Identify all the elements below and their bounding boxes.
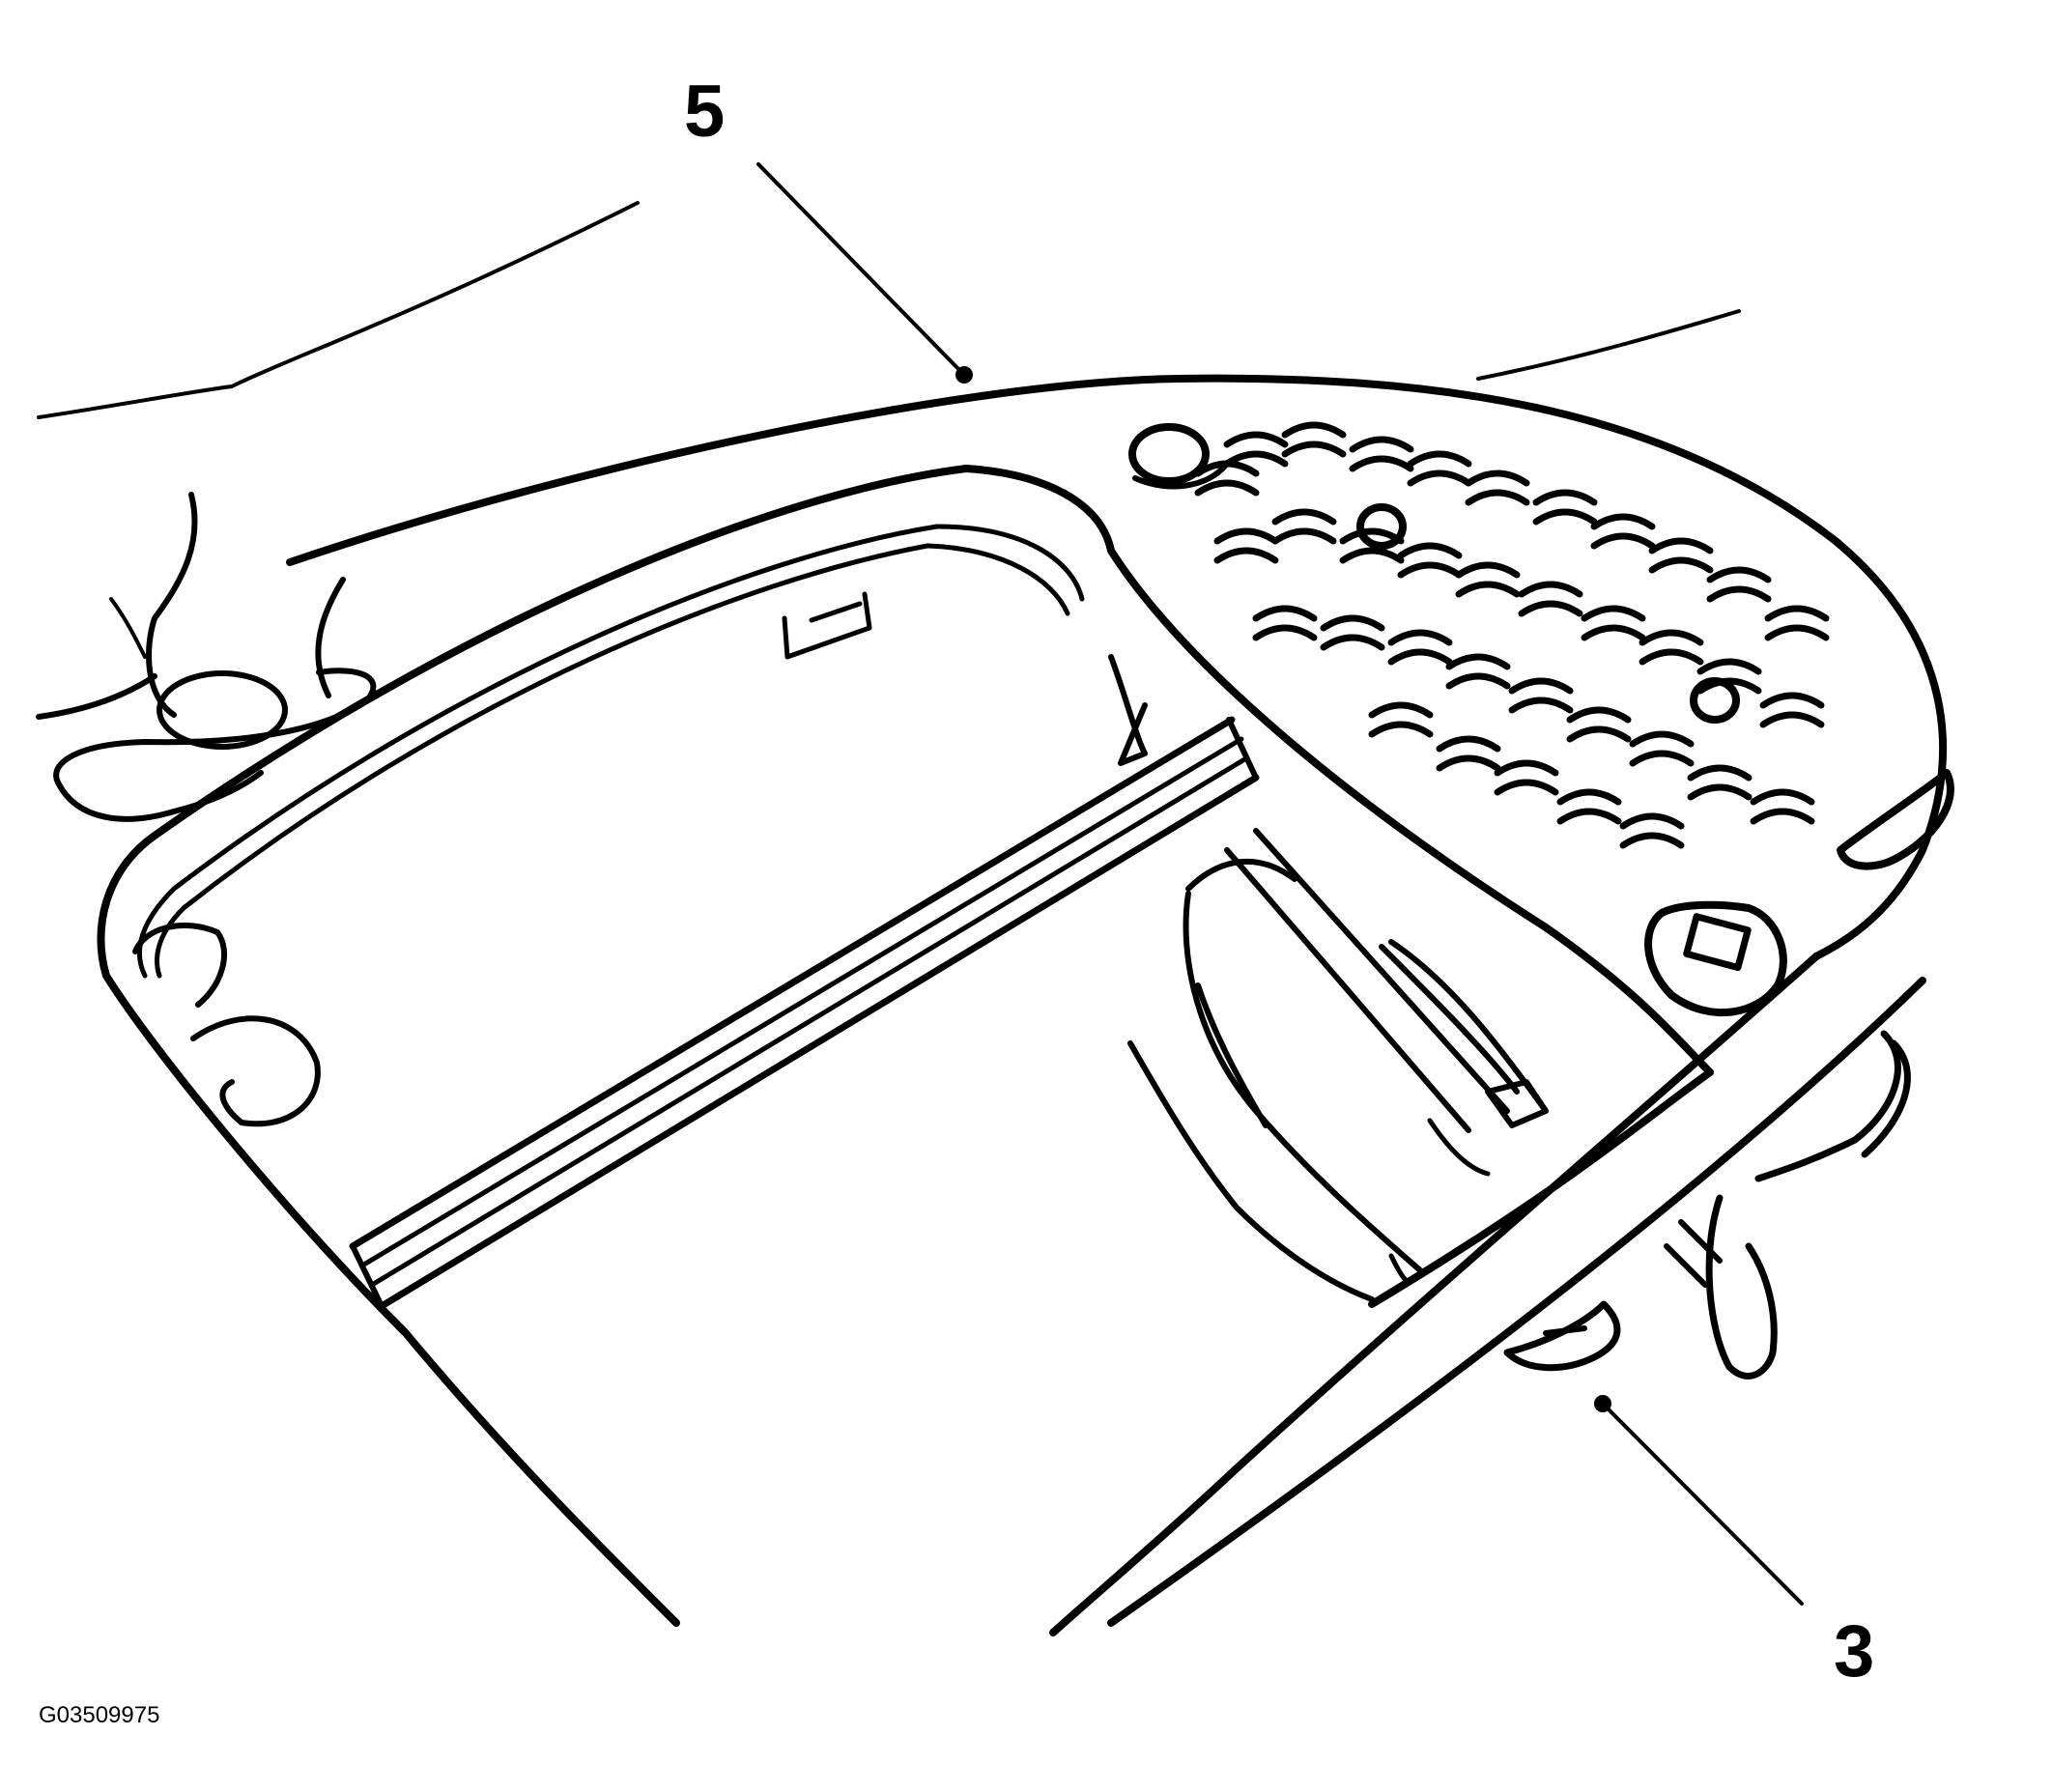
hand-left-upper	[36, 492, 377, 822]
callout-5-dot	[955, 366, 973, 384]
roof-panel-lines	[37, 201, 1741, 419]
hand-left-lower	[132, 923, 321, 1127]
drain-fastener	[1644, 900, 1787, 1017]
callout-number-3: 3	[1834, 1610, 1875, 1692]
callout-3-leader	[1594, 1395, 1804, 1606]
vent-grille	[1128, 421, 1954, 870]
callout-5-leader	[756, 162, 973, 384]
cross-rail	[349, 716, 1260, 1310]
callout-3-dot	[1594, 1395, 1611, 1412]
glass-panel-frame	[97, 465, 1714, 1627]
figure-code: G03509975	[39, 1702, 160, 1728]
drain-hose	[1503, 1030, 1911, 1380]
drain-tray-mechanism	[1108, 654, 1549, 1302]
callout-number-5: 5	[684, 71, 726, 153]
